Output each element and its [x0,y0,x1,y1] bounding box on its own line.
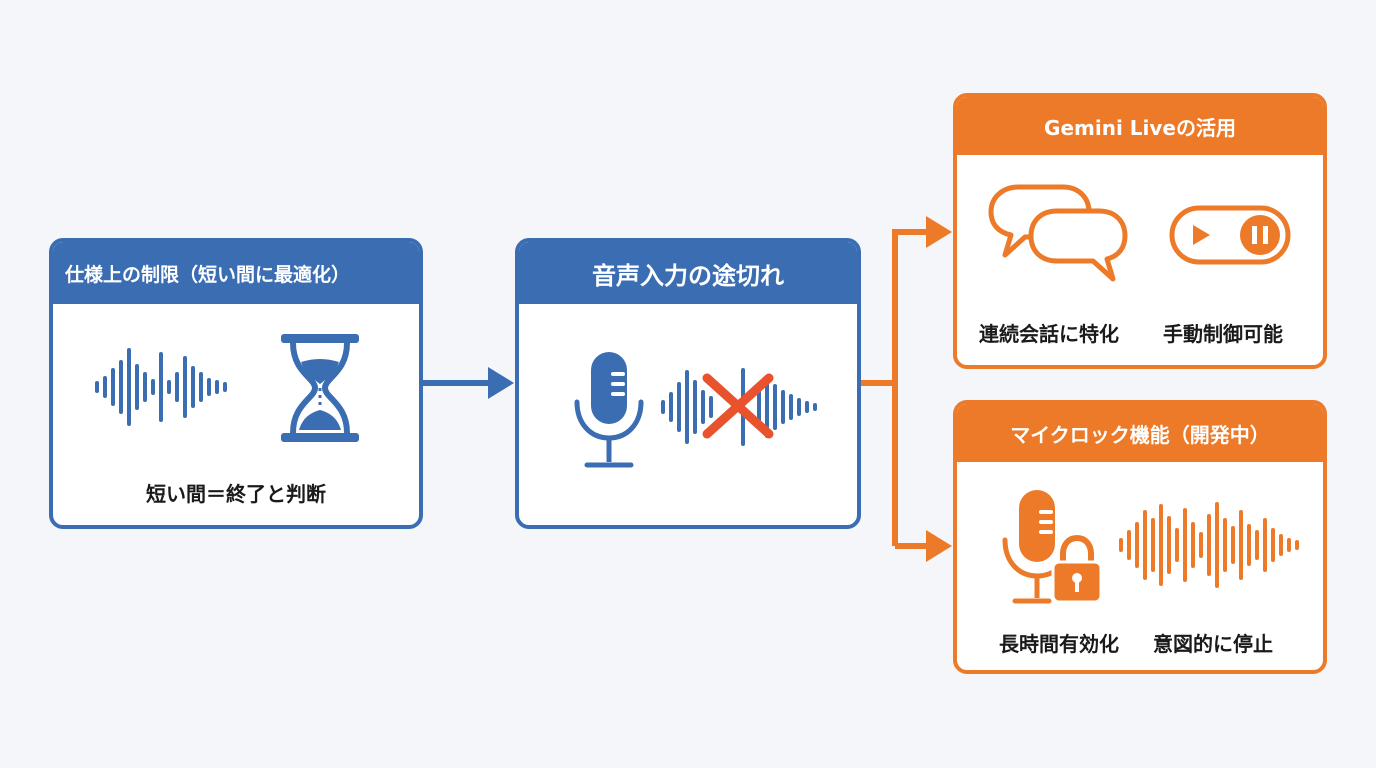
broken-waveform-icon [661,368,817,446]
cross-icon [702,373,774,439]
cutoff-box-header: 音声入力の途切れ [519,242,857,304]
gemini-box-title: Gemini Liveの活用 [1044,115,1236,140]
arrow-limit-to-cutoff [422,367,514,399]
cutoff-box: 音声入力の途切れ [515,238,861,529]
cutoff-box-title: 音声入力の途切れ [592,261,784,290]
arrow-head-to-gemini [926,216,952,248]
hourglass-icon [281,334,359,442]
waveform-icon [95,348,227,426]
limit-box-header: 仕様上の制限（短い間に最適化） [53,242,419,304]
microphone-lock-icon [1002,490,1103,604]
arrow-head-to-miclock [926,530,952,562]
waveform-icon [1119,502,1299,588]
limit-box: 仕様上の制限（短い間に最適化） 短い間＝終 [49,238,423,529]
arrow-branch-orange [860,229,928,549]
play-pause-toggle-icon [1169,205,1291,265]
limit-box-title: 仕様上の制限（短い間に最適化） [65,263,351,286]
chat-bubbles-icon [988,184,1128,282]
limit-box-caption: 短い間＝終了と判断 [146,482,326,506]
miclock-box-title: マイクロック機能（開発中） [1010,422,1270,447]
microphone-icon [574,352,644,468]
miclock-caption-stop: 意図的に停止 [1153,632,1273,656]
gemini-caption-continuous: 連続会話に特化 [979,322,1119,346]
miclock-caption-long: 長時間有効化 [999,632,1119,656]
miclock-box: マイクロック機能（開発中） [953,400,1327,674]
gemini-caption-manual: 手動制御可能 [1163,322,1283,346]
gemini-box: Gemini Liveの活用 連続会話に特化 手動制御可能 [953,93,1327,369]
miclock-box-header: マイクロック機能（開発中） [957,404,1323,462]
gemini-box-header: Gemini Liveの活用 [957,97,1323,155]
